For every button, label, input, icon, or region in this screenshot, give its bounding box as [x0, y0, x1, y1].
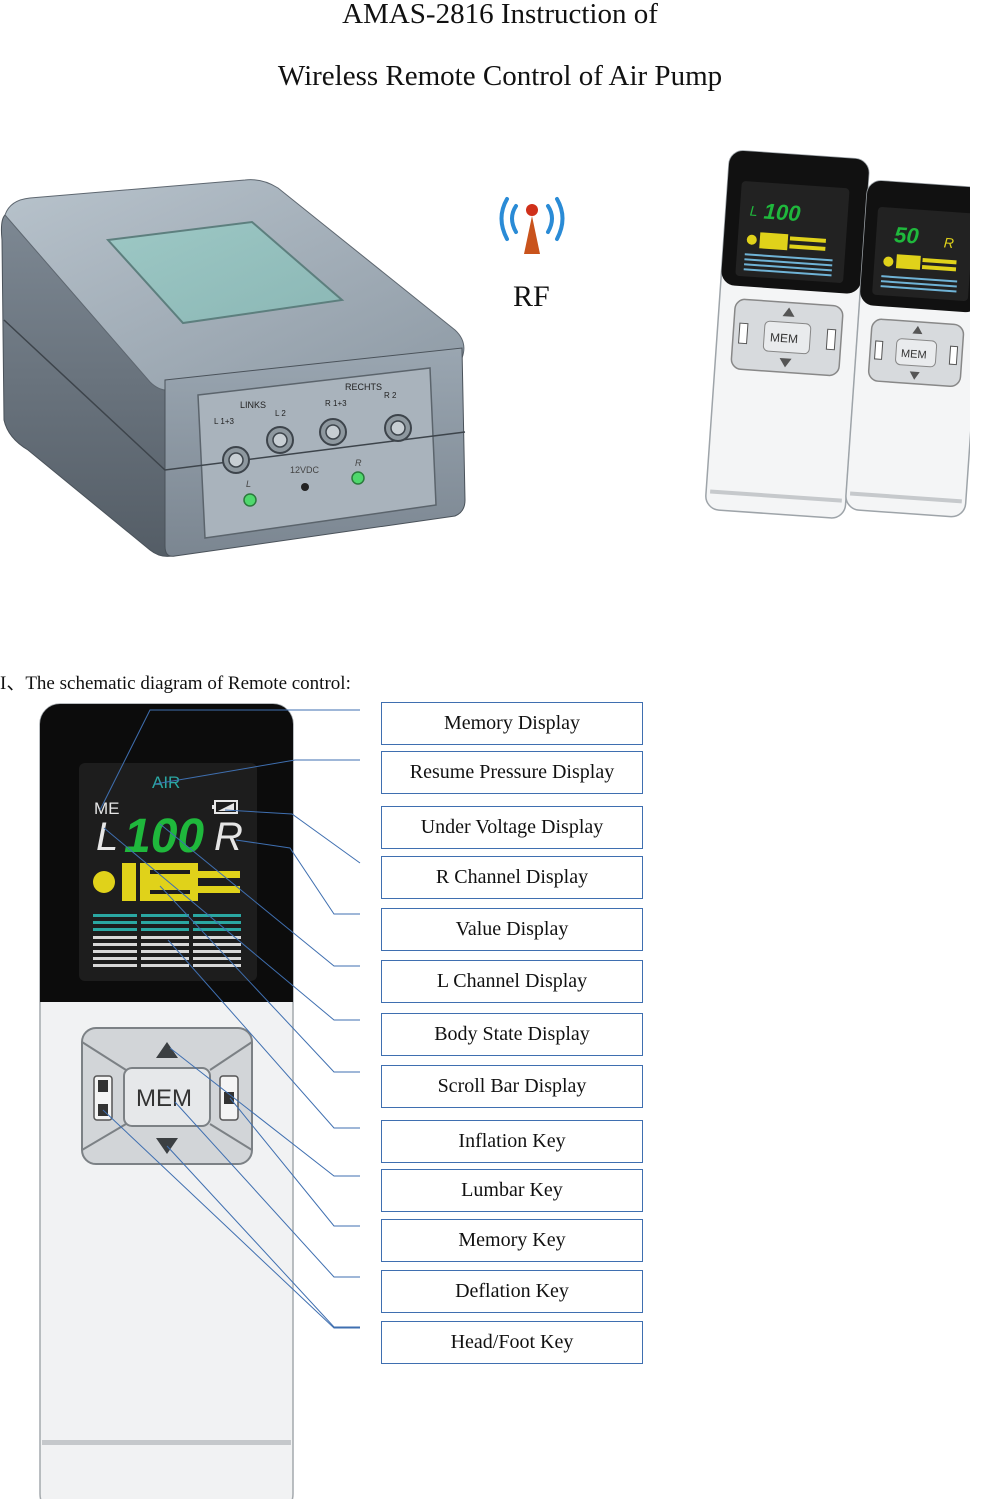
remote-left-mem-label: MEM — [770, 330, 799, 346]
callout-value-display: Value Display — [381, 908, 643, 951]
callout-memory-key: Memory Key — [381, 1219, 643, 1262]
lcd-value: 100 — [124, 810, 204, 863]
pump-port-label: L 2 — [275, 409, 286, 418]
section-heading: I、The schematic diagram of Remote contro… — [0, 673, 351, 694]
remote-right-side-label: R — [943, 234, 954, 251]
callout-inflation-key: Inflation Key — [381, 1120, 643, 1163]
callout-l-channel-display: L Channel Display — [381, 960, 643, 1003]
callout-deflation-key: Deflation Key — [381, 1270, 643, 1313]
pump-port-label: R 2 — [384, 391, 397, 400]
callout-under-voltage-display: Under Voltage Display — [381, 806, 643, 849]
head-foot-key[interactable] — [93, 1075, 113, 1121]
remote-right: 50 R MEM — [845, 180, 970, 518]
lcd-left-channel: L — [96, 815, 118, 859]
pump-led-right-label: R — [355, 458, 362, 468]
pump-port-label: R 1+3 — [325, 399, 347, 408]
remote-left: L 100 MEM — [705, 150, 870, 519]
remote-left-value: 100 — [763, 199, 802, 227]
callout-r-channel-display: R Channel Display — [381, 856, 643, 899]
callout-body-state-display: Body State Display — [381, 1013, 643, 1056]
pump-power-label: 12VDC — [290, 465, 320, 475]
inflation-key-icon[interactable] — [156, 1042, 178, 1058]
callout-head-foot-key: Head/Foot Key — [381, 1321, 643, 1364]
callout-scroll-bar-display: Scroll Bar Display — [381, 1065, 643, 1108]
lcd-right-channel: R — [214, 815, 243, 859]
pump-port-label: L 1+3 — [214, 417, 234, 426]
mem-key-label: MEM — [136, 1085, 192, 1112]
remote-left-side-label: L — [749, 203, 758, 220]
pump-group-right-label: RECHTS — [345, 382, 382, 392]
callout-memory-display: Memory Display — [381, 702, 643, 745]
mem-key[interactable] — [123, 1067, 211, 1127]
remote-right-mem-label: MEM — [901, 348, 927, 362]
lcd-memory-label: ME — [94, 799, 120, 818]
remote-right-value: 50 — [893, 222, 920, 249]
callout-leader-lines — [99, 709, 361, 1329]
remotes-illustration: L 100 MEM 50 R MEM — [705, 150, 970, 519]
air-pump-illustration: LINKS RECHTS L 1+3 L 2 R 1+3 R 2 12VDC L… — [0, 179, 466, 557]
pump-led-left-label: L — [246, 479, 251, 489]
rf-label: RF — [513, 280, 550, 313]
lumbar-key[interactable] — [219, 1075, 239, 1121]
rf-antenna-icon — [499, 197, 565, 254]
schematic-remote: AIR ME L 100 R MEM — [39, 703, 361, 1499]
document-title-line2: Wireless Remote Control of Air Pump — [277, 60, 723, 92]
pump-group-left-label: LINKS — [240, 400, 266, 410]
document-title-line1: AMAS-2816 Instruction of — [342, 0, 658, 30]
callout-resume-pressure-display: Resume Pressure Display — [381, 751, 643, 794]
callout-lumbar-key: Lumbar Key — [381, 1169, 643, 1212]
